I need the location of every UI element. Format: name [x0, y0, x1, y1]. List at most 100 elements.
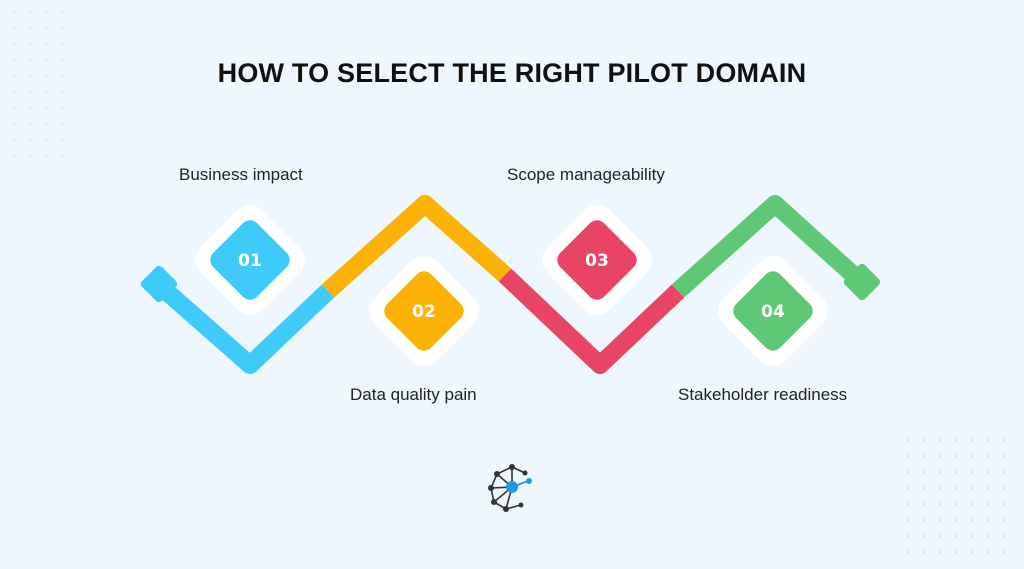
decor-dot [986, 454, 990, 458]
decor-dot [44, 58, 48, 62]
decor-dot [970, 518, 974, 522]
decor-dot [12, 58, 16, 62]
decor-dot [12, 106, 16, 110]
decor-dot [986, 486, 990, 490]
decor-dot [954, 454, 958, 458]
decor-dot [906, 470, 910, 474]
decor-dot [938, 550, 942, 554]
decor-dot [28, 90, 32, 94]
decor-dot [938, 470, 942, 474]
decor-dot [60, 106, 64, 110]
decor-dot [906, 550, 910, 554]
decor-dot [938, 438, 942, 442]
decor-dot [44, 10, 48, 14]
decor-dot [60, 154, 64, 158]
decor-dot [28, 154, 32, 158]
decor-dot [12, 42, 16, 46]
brand-logo-icon [488, 464, 532, 512]
path-end-cap [843, 263, 881, 301]
decor-dot [1002, 438, 1006, 442]
decor-dot [906, 518, 910, 522]
decor-dot [986, 550, 990, 554]
decor-dot [12, 10, 16, 14]
step-02-number: 02 [412, 302, 436, 322]
path-segment-03 [498, 268, 685, 374]
decor-dot [938, 454, 942, 458]
path-segment-01 [152, 277, 335, 374]
step-01-number: 01 [238, 251, 262, 271]
decor-dot [986, 470, 990, 474]
dot-grid-top-left [12, 10, 64, 158]
decor-dot [1002, 454, 1006, 458]
decor-dot [44, 42, 48, 46]
decor-dot [922, 454, 926, 458]
decor-dot [954, 550, 958, 554]
step-03-diamond: 03 [542, 205, 652, 315]
decor-dot [954, 518, 958, 522]
decor-dot [954, 486, 958, 490]
step-04-number: 04 [761, 302, 785, 322]
decor-dot [954, 534, 958, 538]
decor-dot [970, 534, 974, 538]
page-title: HOW TO SELECT THE RIGHT PILOT DOMAIN [217, 58, 807, 88]
decor-dot [986, 534, 990, 538]
decor-dot [922, 534, 926, 538]
decor-dot [938, 486, 942, 490]
decor-dot [12, 138, 16, 142]
decor-dot [986, 502, 990, 506]
decor-dot [970, 502, 974, 506]
decor-dot [1002, 470, 1006, 474]
decor-dot [44, 138, 48, 142]
step-03-label: Scope manageability [507, 165, 665, 184]
path-start-cap [140, 265, 178, 303]
path-segment-04 [671, 195, 867, 298]
decor-dot [1002, 502, 1006, 506]
step-01-diamond: 01 [195, 205, 305, 315]
decor-dot [12, 26, 16, 30]
step-03-number: 03 [585, 251, 609, 271]
decor-dot [970, 470, 974, 474]
decor-dot [938, 534, 942, 538]
decor-dot [970, 486, 974, 490]
decor-dot [12, 122, 16, 126]
decor-dot [906, 534, 910, 538]
dot-grid-bottom-right [906, 438, 1006, 554]
decor-dot [44, 26, 48, 30]
decor-dot [1002, 534, 1006, 538]
decor-dot [922, 470, 926, 474]
decor-dot [28, 122, 32, 126]
decor-dot [986, 518, 990, 522]
decor-dot [954, 438, 958, 442]
decor-dot [954, 502, 958, 506]
decor-dot [60, 74, 64, 78]
path-segment-02 [321, 195, 511, 298]
step-02-diamond: 02 [369, 256, 479, 366]
decor-dot [28, 42, 32, 46]
step-01-label: Business impact [179, 165, 303, 184]
decor-dot [44, 74, 48, 78]
decor-dot [970, 454, 974, 458]
decor-dot [60, 42, 64, 46]
decor-dot [922, 550, 926, 554]
decor-dot [1002, 518, 1006, 522]
decor-dot [922, 486, 926, 490]
decor-dot [60, 26, 64, 30]
decor-dot [60, 10, 64, 14]
decor-dot [28, 106, 32, 110]
decor-dot [986, 438, 990, 442]
decor-dot [906, 438, 910, 442]
decor-dot [12, 90, 16, 94]
decor-dot [12, 74, 16, 78]
decor-dot [1002, 486, 1006, 490]
decor-dot [938, 518, 942, 522]
decor-dot [28, 26, 32, 30]
decor-dot [60, 122, 64, 126]
decor-dot [922, 502, 926, 506]
decor-dot [28, 58, 32, 62]
decor-dot [906, 502, 910, 506]
decor-dot [12, 154, 16, 158]
decor-dot [970, 438, 974, 442]
decor-dot [970, 550, 974, 554]
decor-dot [28, 138, 32, 142]
